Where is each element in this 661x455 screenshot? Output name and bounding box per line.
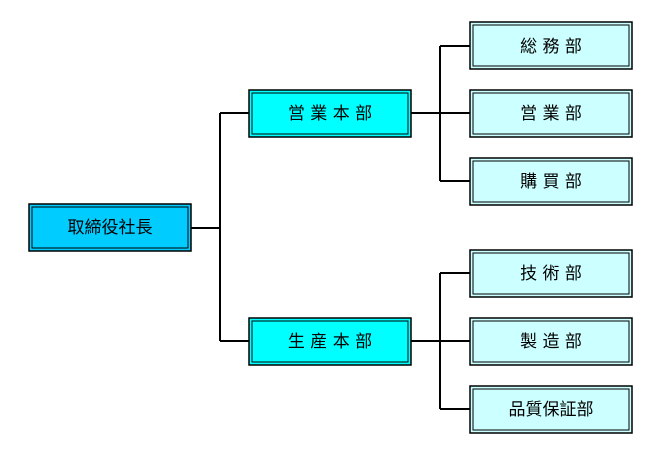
node-division-production-label: 生 産 本 部	[288, 332, 372, 352]
node-dept-general-affairs: 総 務 部	[469, 21, 633, 70]
node-dept-quality-assurance-label: 品質保証部	[509, 400, 594, 420]
node-dept-general-affairs-label: 総 務 部	[520, 37, 582, 57]
node-dept-purchasing-label: 購 買 部	[520, 172, 582, 192]
node-dept-engineering: 技 術 部	[469, 249, 633, 298]
node-dept-purchasing: 購 買 部	[469, 157, 633, 206]
node-division-sales: 営 業 本 部	[248, 89, 412, 138]
node-root-label: 取締役社長	[68, 218, 153, 238]
node-division-production: 生 産 本 部	[248, 317, 412, 366]
node-dept-quality-assurance: 品質保証部	[469, 385, 633, 434]
node-dept-engineering-label: 技 術 部	[520, 264, 582, 284]
connectors	[191, 45, 470, 410]
node-root: 取締役社長	[28, 203, 192, 252]
node-division-sales-label: 営 業 本 部	[288, 104, 372, 124]
node-dept-sales: 営 業 部	[469, 89, 633, 138]
node-dept-manufacturing: 製 造 部	[469, 317, 633, 366]
node-dept-manufacturing-label: 製 造 部	[520, 332, 582, 352]
node-dept-sales-label: 営 業 部	[520, 104, 582, 124]
